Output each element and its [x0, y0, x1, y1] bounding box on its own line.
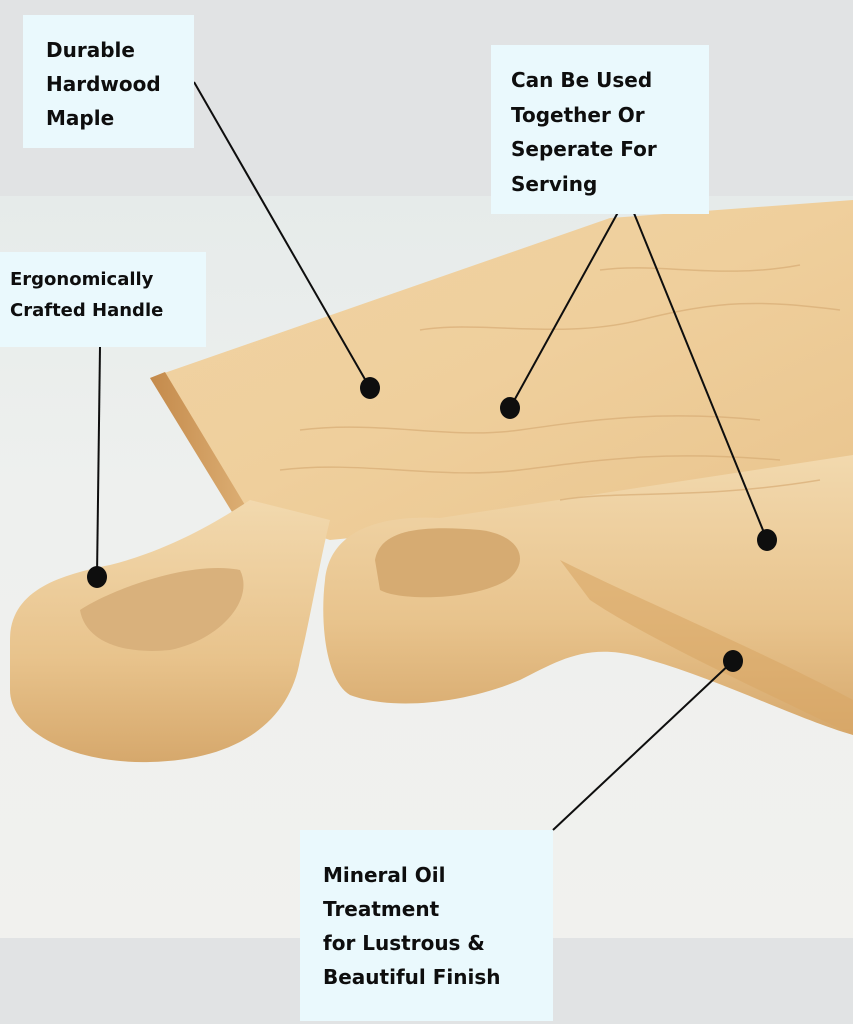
dot-durable [360, 377, 380, 399]
callout-line: Mineral Oil [323, 863, 446, 887]
dot-together-b [757, 529, 777, 551]
callout-line: Seperate For [511, 137, 657, 161]
leader-handle [96, 346, 101, 577]
callout-durable-hardwood: Durable Hardwood Maple [23, 15, 194, 148]
callout-line: Treatment [323, 897, 440, 921]
callout-line: Serving [511, 171, 598, 196]
callout-line: Durable [46, 38, 135, 62]
callout-line: Beautiful Finish [323, 965, 501, 989]
callout-line: Can Be Used [511, 68, 653, 92]
grain-lines [279, 264, 841, 501]
dot-together-a [500, 397, 520, 419]
dot-oil [723, 650, 743, 672]
marker-dots [87, 377, 777, 672]
leader-together-b [626, 195, 768, 541]
board-right [323, 455, 853, 735]
callout-ergonomic-handle: Ergonomically Crafted Handle [0, 252, 206, 347]
callout-line: Crafted Handle [10, 300, 164, 321]
callout-mineral-oil: Mineral Oil Treatment for Lustrous & Bea… [300, 830, 553, 1021]
callout-line: for Lustrous & [323, 931, 485, 955]
leader-lines [96, 81, 768, 831]
callout-line: Together Or [511, 102, 645, 127]
callout-line: Hardwood [46, 72, 161, 96]
callout-line: Ergonomically [10, 269, 154, 290]
board-back [150, 200, 853, 540]
dot-handle [87, 566, 107, 588]
leader-oil [552, 660, 734, 831]
callout-line: Maple [46, 106, 115, 130]
callout-used-together: Can Be Used Together Or Seperate For Ser… [491, 45, 709, 214]
leader-durable [193, 81, 371, 389]
leader-together-a [509, 195, 628, 409]
board-left [10, 500, 330, 763]
